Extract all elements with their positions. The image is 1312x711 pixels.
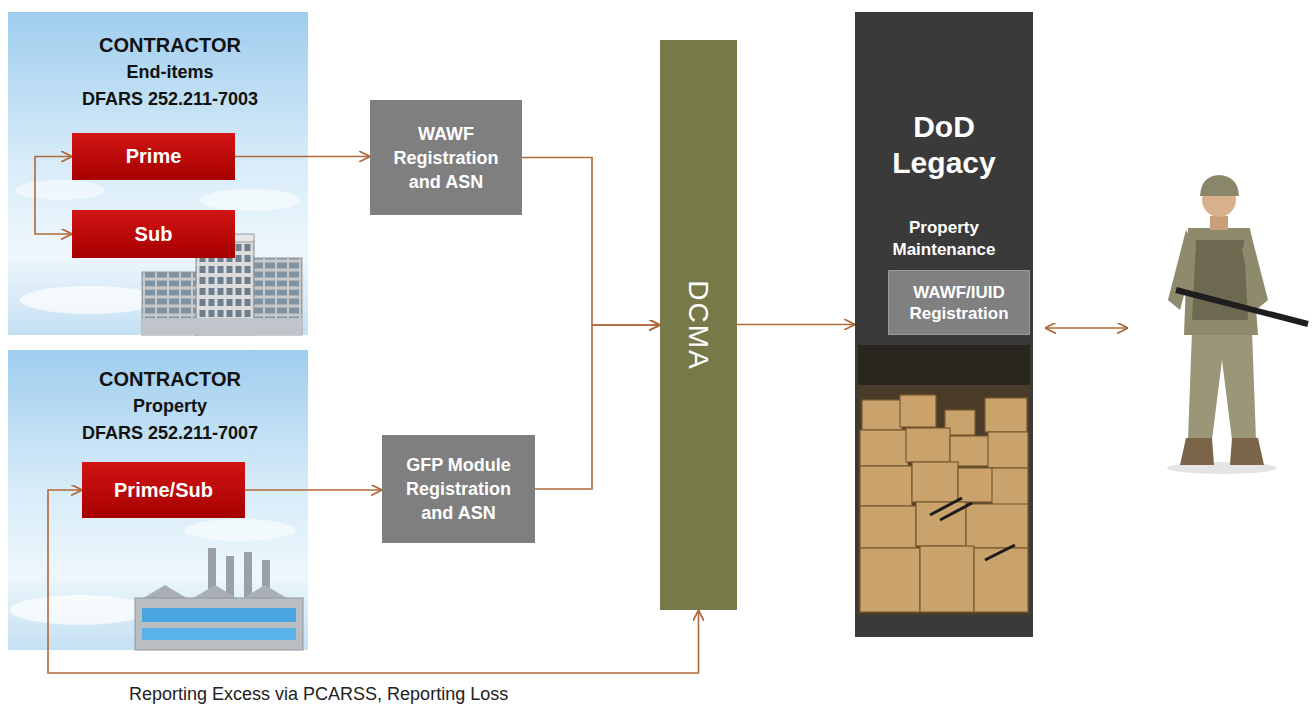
cloud <box>15 180 105 200</box>
panel-heading: DoD Legacy <box>884 109 1004 181</box>
double-arrow <box>1045 327 1128 329</box>
cloud <box>200 189 300 211</box>
agency-band: DCMA <box>660 40 737 610</box>
factory-windows <box>142 628 296 640</box>
process-box: Sub <box>72 210 235 258</box>
box-label: WAWF/IUID Registration <box>899 282 1019 324</box>
panel-heading: CONTRACTOR <box>32 32 308 59</box>
process-box: WAWF/IUID Registration <box>888 270 1030 335</box>
panel-subheading: Property Maintenance <box>869 217 1019 261</box>
sky-background <box>8 350 308 650</box>
crate-pile <box>860 395 1028 612</box>
chimney <box>244 552 252 598</box>
connector-arrow <box>522 158 660 326</box>
box-label: Prime <box>126 144 182 169</box>
building-base <box>142 318 302 335</box>
cloud <box>20 286 160 314</box>
panel-subheading: DFARS 252.211-7003 <box>32 86 308 113</box>
dod-panel: DoD LegacyProperty MaintenanceWAWF/IUID … <box>855 12 1033 637</box>
cloud <box>10 595 150 625</box>
arm <box>1242 230 1268 310</box>
connector-arrow <box>245 489 382 491</box>
legs <box>1188 330 1256 440</box>
dod-panel <box>855 12 1033 637</box>
sky-panel <box>8 12 308 335</box>
boot <box>1230 438 1264 465</box>
neck <box>1210 216 1228 230</box>
panel-background <box>855 12 1033 637</box>
connector-arrow <box>535 325 660 489</box>
contractor-panel: CONTRACTORPropertyDFARS 252.211-7007Prim… <box>8 350 308 650</box>
edge-label: Reporting Excess via PCARSS, Reporting L… <box>126 683 511 705</box>
factory-building <box>135 548 303 650</box>
connector-arrow <box>737 324 855 326</box>
panel-heading: CONTRACTOR <box>32 366 308 393</box>
rifle-icons <box>930 498 1015 560</box>
connector-arrow <box>35 157 72 235</box>
box-label: WAWF Registration and ASN <box>380 122 512 194</box>
box-label: DCMA <box>681 280 716 370</box>
box-label: GFP Module Registration and ASN <box>392 453 525 525</box>
sky-background <box>8 12 308 335</box>
chimney <box>226 556 234 598</box>
soldier-figure <box>1167 175 1308 474</box>
box-label: Prime/Sub <box>114 478 213 503</box>
sky-panel <box>8 350 308 650</box>
cloud <box>185 519 295 541</box>
box-label: Sub <box>135 222 173 247</box>
factory-hall <box>135 598 303 650</box>
factory-windows <box>142 608 296 622</box>
panel-subheading: End-items <box>32 59 308 86</box>
process-box: GFP Module Registration and ASN <box>382 435 535 543</box>
panel-subheading: DFARS 252.211-7007 <box>32 420 308 447</box>
arm <box>1168 230 1196 310</box>
panel-subheading: Property <box>32 393 308 420</box>
process-box: Prime/Sub <box>82 462 245 518</box>
connector-arrow <box>235 156 370 158</box>
process-box: Prime <box>72 133 235 180</box>
rifle <box>1176 290 1308 324</box>
boot <box>1180 438 1214 465</box>
process-box: WAWF Registration and ASN <box>370 100 522 215</box>
warehouse-ceiling <box>858 345 1030 385</box>
contractor-panel: CONTRACTOREnd-itemsDFARS 252.211-7003Pri… <box>8 12 308 335</box>
warehouse-photo <box>858 345 1030 615</box>
cap <box>1200 175 1239 196</box>
